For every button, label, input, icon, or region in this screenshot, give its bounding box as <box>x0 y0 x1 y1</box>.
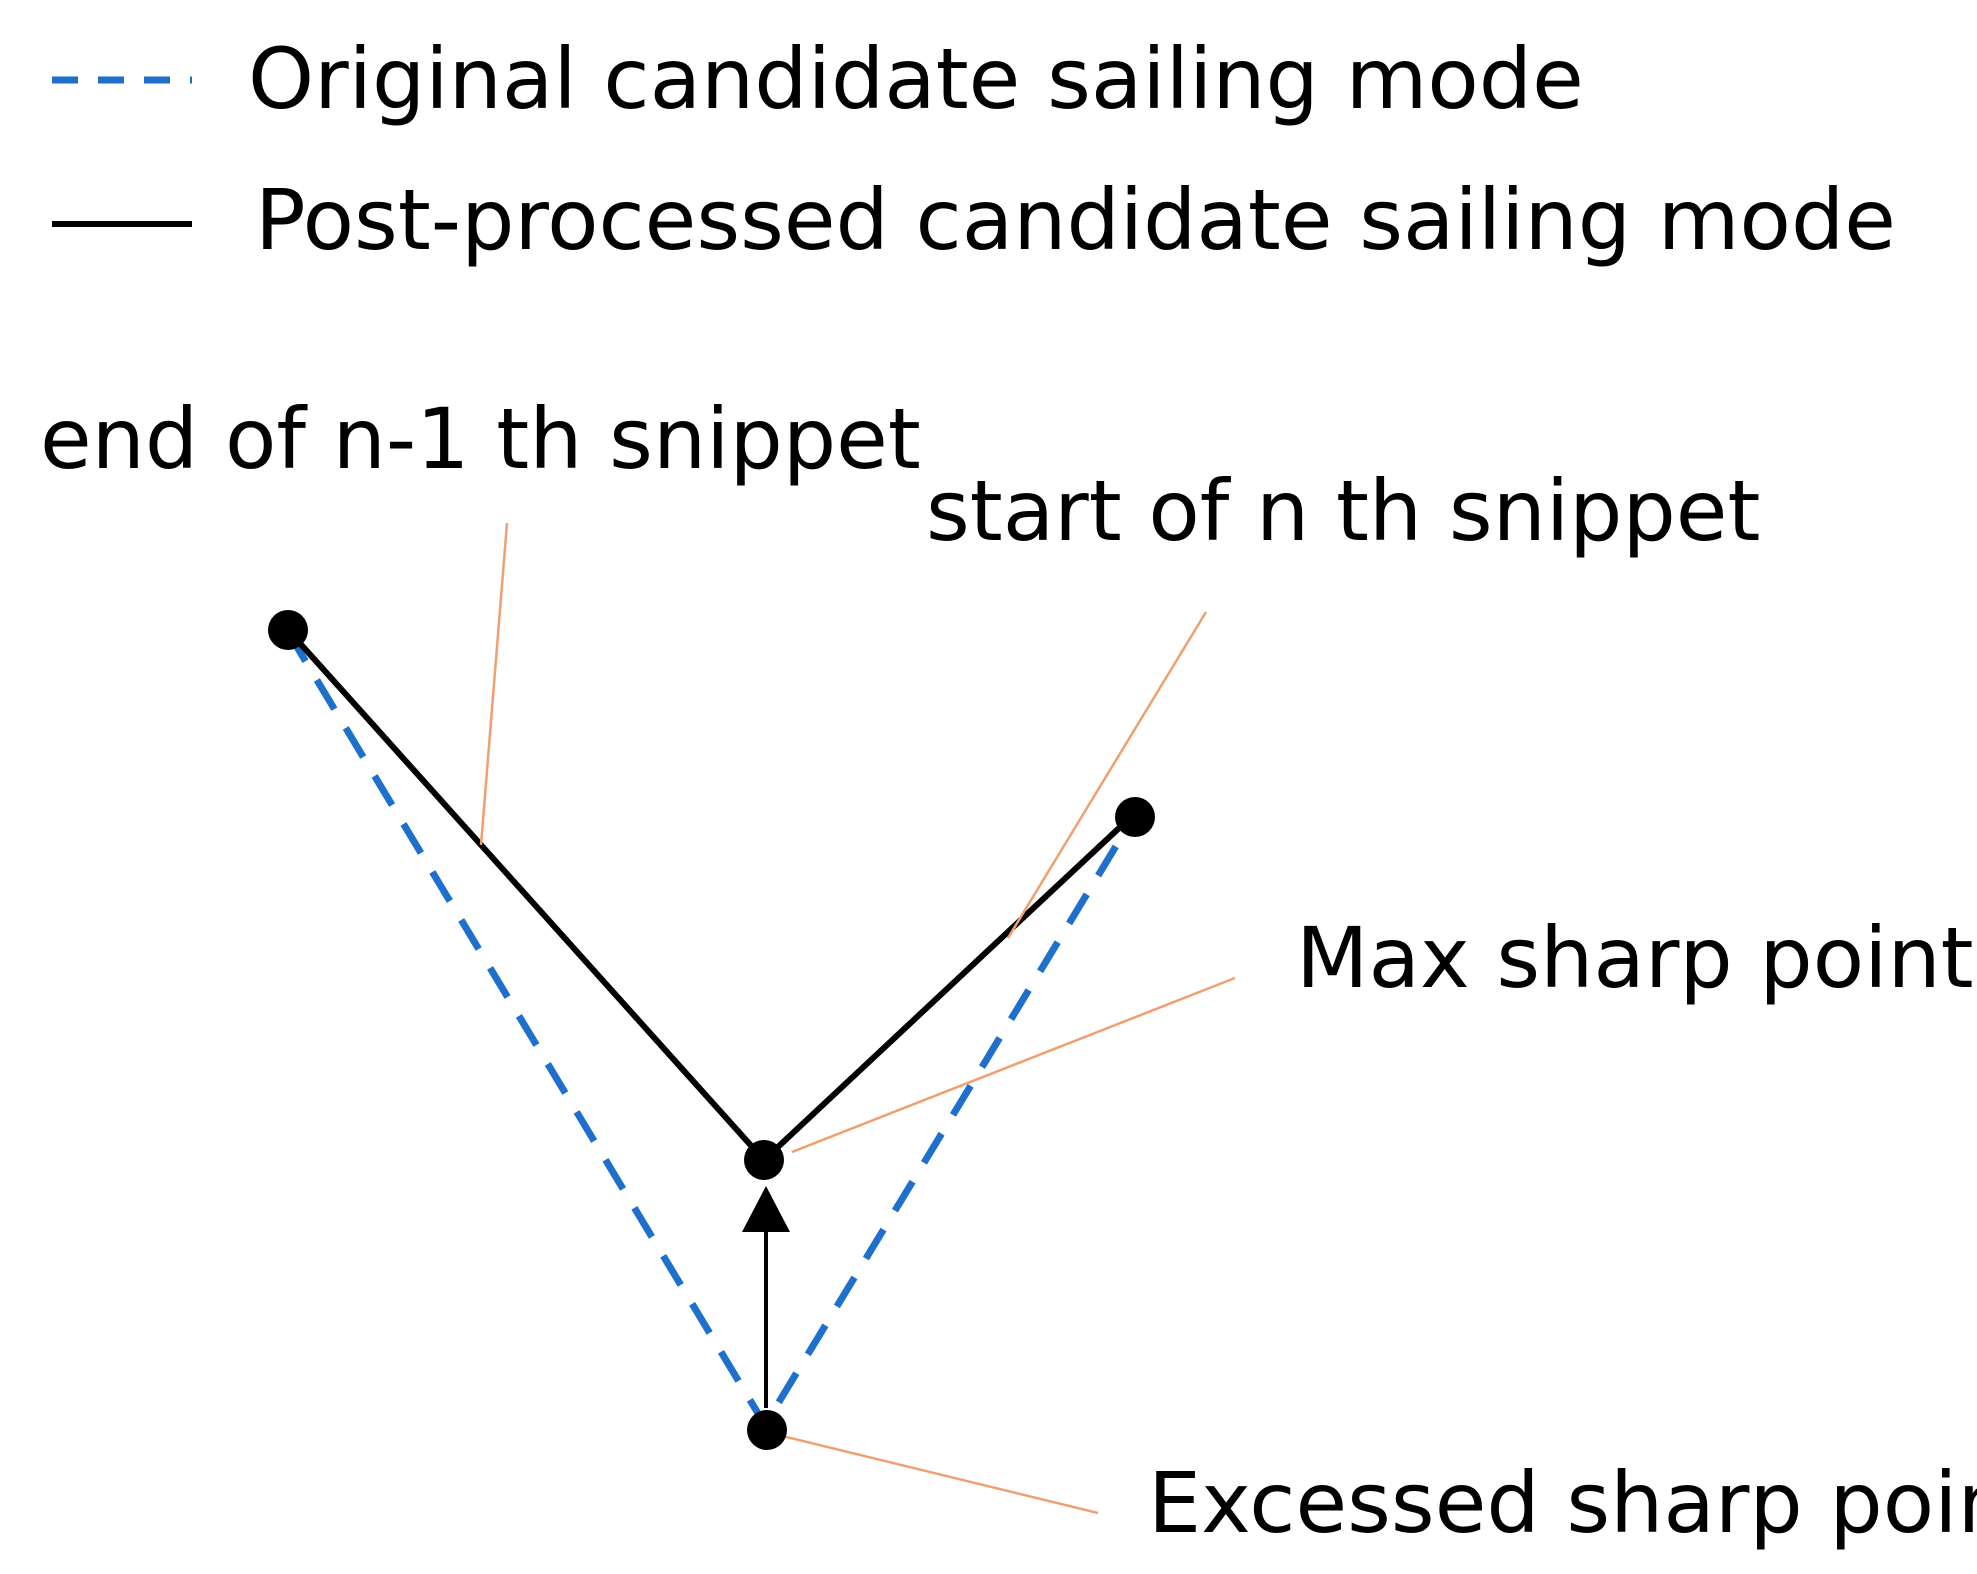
label-excessed-sharp-point: Excessed sharp point <box>1148 1454 1977 1552</box>
adjustment-arrow-head <box>742 1186 790 1232</box>
label-start-n-snippet: start of n th snippet <box>926 462 1760 560</box>
label-end-prev-snippet: end of n-1 th snippet <box>40 390 921 488</box>
leader-line-end-prev-snippet <box>479 522 509 846</box>
leader-line-start-n-snippet <box>1006 611 1208 939</box>
original-sailing-mode-line <box>285 630 1136 1429</box>
start-n-snippet-point <box>1115 797 1155 837</box>
legend-postprocessed-label: Post-processed candidate sailing mode <box>255 171 1896 269</box>
excessed-sharp-point-marker <box>747 1410 787 1450</box>
legend-original-label: Original candidate sailing mode <box>248 30 1584 128</box>
leader-line-excessed-sharp-point <box>769 1431 1099 1515</box>
end-prev-snippet-point <box>268 610 308 650</box>
leader-line-max-sharp-point <box>791 976 1236 1154</box>
max-sharp-point-marker <box>744 1140 784 1180</box>
postprocessed-sailing-mode-line <box>285 627 1136 1163</box>
label-max-sharp-point: Max sharp point <box>1296 909 1974 1007</box>
